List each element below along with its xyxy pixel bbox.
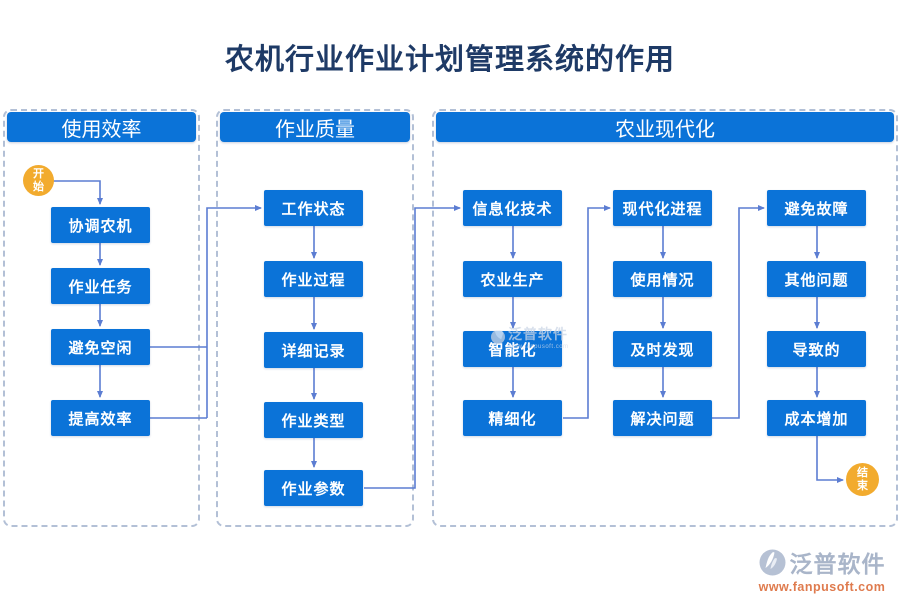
- vendor-logo-icon: [759, 549, 785, 575]
- section-header-agriculture-modernization: 农业现代化: [436, 112, 894, 142]
- start-terminal-label: 开始: [33, 167, 44, 193]
- flow-node: 工作状态: [264, 190, 363, 226]
- section-operation-quality: 作业质量: [216, 109, 414, 527]
- vendor-url-text: www.fanpusoft.com: [758, 580, 886, 594]
- flow-node: 解决问题: [613, 400, 712, 436]
- flow-node: 及时发现: [613, 331, 712, 367]
- section-header-usage-efficiency: 使用效率: [7, 112, 196, 142]
- start-terminal: 开始: [23, 165, 54, 196]
- flow-node: 详细记录: [264, 332, 363, 368]
- flow-node: 农业生产: [463, 261, 562, 297]
- flow-node: 作业过程: [264, 261, 363, 297]
- flow-node: 作业类型: [264, 402, 363, 438]
- end-terminal: 结束: [846, 463, 879, 496]
- flow-node: 现代化进程: [613, 190, 712, 226]
- flow-node: 信息化技术: [463, 190, 562, 226]
- page-title: 农机行业作业计划管理系统的作用: [224, 44, 675, 76]
- flow-node: 智能化: [463, 331, 562, 367]
- flow-node: 成本增加: [767, 400, 866, 436]
- section-header-operation-quality: 作业质量: [220, 112, 410, 142]
- flow-node: 导致的: [767, 331, 866, 367]
- flow-node: 作业任务: [51, 268, 150, 304]
- flow-node: 其他问题: [767, 261, 866, 297]
- vendor-logo: 泛普软件 www.fanpusoft.com: [748, 545, 896, 594]
- section-usage-efficiency: 使用效率: [3, 109, 200, 527]
- flow-node: 避免故障: [767, 190, 866, 226]
- section-agriculture-modernization: 农业现代化: [432, 109, 898, 527]
- flow-node: 作业参数: [264, 470, 363, 506]
- end-terminal-label: 结束: [857, 466, 868, 492]
- flow-node: 提高效率: [51, 400, 150, 436]
- flow-node: 精细化: [463, 400, 562, 436]
- flow-node: 使用情况: [613, 261, 712, 297]
- vendor-brand-text: 泛普软件: [789, 551, 886, 577]
- flow-node: 协调农机: [51, 207, 150, 243]
- flow-node: 避免空闲: [51, 329, 150, 365]
